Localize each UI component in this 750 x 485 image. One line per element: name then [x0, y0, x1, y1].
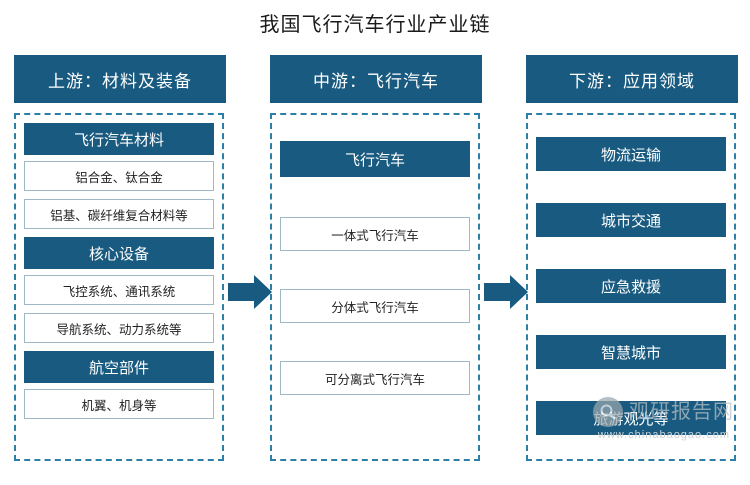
- page-title: 我国飞行汽车行业产业链: [259, 14, 491, 36]
- column-upstream: 上游：材料及装备 飞行汽车材料 铝合金、钛合金 铝基、碳纤维复合材料等 核心设备…: [14, 55, 226, 465]
- arrow-midstream-to-downstream: [484, 275, 528, 309]
- node-downstream-3[interactable]: 智慧城市: [536, 335, 726, 369]
- column-header-downstream: 下游：应用领域: [526, 55, 738, 103]
- node-upstream-4[interactable]: 飞控系统、通讯系统: [24, 275, 214, 305]
- node-midstream-3[interactable]: 可分离式飞行汽车: [280, 361, 470, 395]
- node-upstream-1[interactable]: 铝合金、钛合金: [24, 161, 214, 191]
- node-upstream-0[interactable]: 飞行汽车材料: [24, 123, 214, 155]
- arrow-upstream-to-midstream: [228, 275, 272, 309]
- column-midstream: 中游：飞行汽车 飞行汽车 一体式飞行汽车 分体式飞行汽车 可分离式飞行汽车: [270, 55, 482, 465]
- node-midstream-0[interactable]: 飞行汽车: [280, 141, 470, 177]
- node-downstream-2[interactable]: 应急救援: [536, 269, 726, 303]
- node-upstream-3[interactable]: 核心设备: [24, 237, 214, 269]
- node-midstream-2[interactable]: 分体式飞行汽车: [280, 289, 470, 323]
- column-downstream: 下游：应用领域 物流运输 城市交通 应急救援 智慧城市 旅游观光等: [526, 55, 738, 465]
- node-midstream-1[interactable]: 一体式飞行汽车: [280, 217, 470, 251]
- node-upstream-2[interactable]: 铝基、碳纤维复合材料等: [24, 199, 214, 229]
- column-body-downstream: 物流运输 城市交通 应急救援 智慧城市 旅游观光等: [526, 113, 736, 461]
- column-body-upstream: 飞行汽车材料 铝合金、钛合金 铝基、碳纤维复合材料等 核心设备 飞控系统、通讯系…: [14, 113, 224, 461]
- node-downstream-4[interactable]: 旅游观光等: [536, 401, 726, 435]
- node-downstream-0[interactable]: 物流运输: [536, 137, 726, 171]
- column-header-midstream: 中游：飞行汽车: [270, 55, 482, 103]
- node-downstream-1[interactable]: 城市交通: [536, 203, 726, 237]
- column-body-midstream: 飞行汽车 一体式飞行汽车 分体式飞行汽车 可分离式飞行汽车: [270, 113, 480, 461]
- node-upstream-7[interactable]: 机翼、机身等: [24, 389, 214, 419]
- node-upstream-5[interactable]: 导航系统、动力系统等: [24, 313, 214, 343]
- column-header-upstream: 上游：材料及装备: [14, 55, 226, 103]
- node-upstream-6[interactable]: 航空部件: [24, 351, 214, 383]
